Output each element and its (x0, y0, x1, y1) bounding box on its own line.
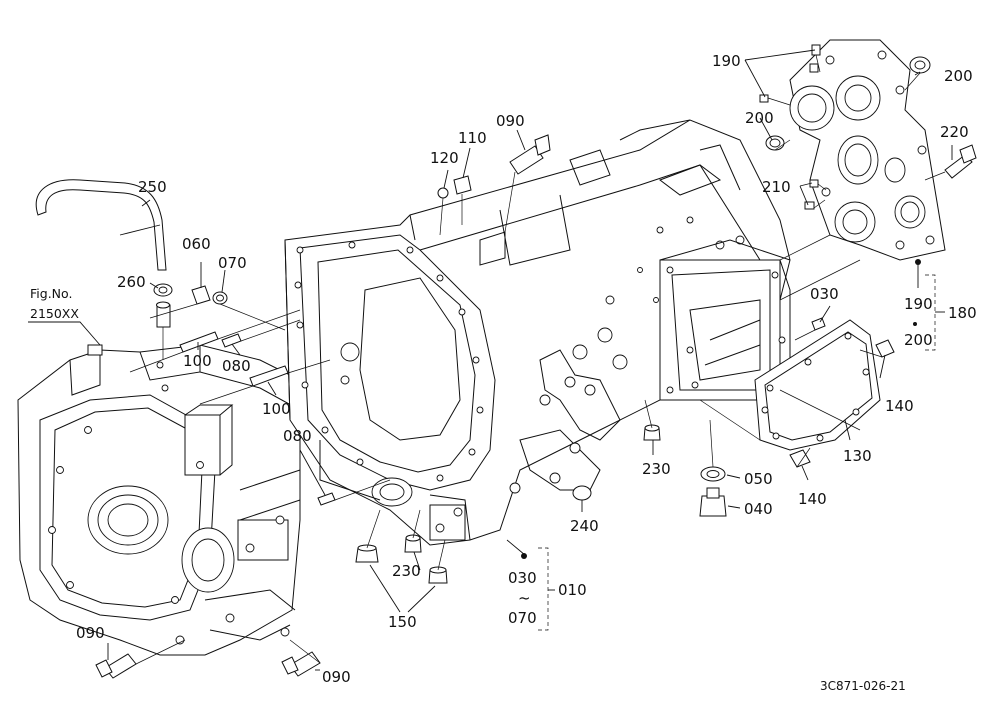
callout-110: 110 (458, 129, 487, 147)
callout-190-group: 190 (904, 295, 933, 313)
callout-190-top: 190 (712, 52, 741, 70)
callout-180: 180 (948, 304, 977, 322)
leader-lines (107, 49, 953, 671)
callout-090-bottom-left: 090 (76, 624, 105, 642)
callout-080-a: 080 (222, 357, 251, 375)
callout-150: 150 (388, 613, 417, 631)
callout-250: 250 (138, 178, 167, 196)
callout-140-a: 140 (885, 397, 914, 415)
callout-240: 240 (570, 517, 599, 535)
callout-060: 060 (182, 235, 211, 253)
group-brackets (521, 259, 945, 631)
callout-220: 220 (940, 123, 969, 141)
callout-030-group: 030 (508, 569, 537, 587)
callout-140-b: 140 (798, 490, 827, 508)
callout-210: 210 (762, 178, 791, 196)
front-housing (17, 344, 301, 656)
callout-090-top: 090 (496, 112, 525, 130)
callout-230-right: 230 (642, 460, 671, 478)
callout-050: 050 (744, 470, 773, 488)
callout-090-bottom-right: 090 (322, 668, 351, 686)
callout-030-right: 030 (810, 285, 839, 303)
callout-040: 040 (744, 500, 773, 518)
callout-200-mid: 200 (745, 109, 774, 127)
figure-ref-line1: Fig.No. (30, 286, 72, 301)
rear-cover (759, 39, 977, 261)
figure-ref-line2: 2150XX (30, 306, 79, 321)
callout-labels: Fig.No. 2150XX 250 260 060 070 100 080 1… (28, 52, 977, 693)
callout-100-b: 100 (262, 400, 291, 418)
callout-130: 130 (843, 447, 872, 465)
callout-070: 070 (218, 254, 247, 272)
small-parts (35, 134, 895, 679)
callout-010: 010 (558, 581, 587, 599)
callout-200-group: 200 (904, 331, 933, 349)
callout-260: 260 (117, 273, 146, 291)
callout-120: 120 (430, 149, 459, 167)
alignment-lines (129, 54, 946, 665)
callout-080-b: 080 (283, 427, 312, 445)
callout-200-top: 200 (944, 67, 973, 85)
drawing-code: 3C871-026-21 (820, 679, 906, 693)
range-symbol: ~ (518, 589, 531, 607)
callout-100-a: 100 (183, 352, 212, 370)
cover-plate (754, 319, 881, 451)
callout-070-group: 070 (508, 609, 537, 627)
callout-230-bottom: 230 (392, 562, 421, 580)
